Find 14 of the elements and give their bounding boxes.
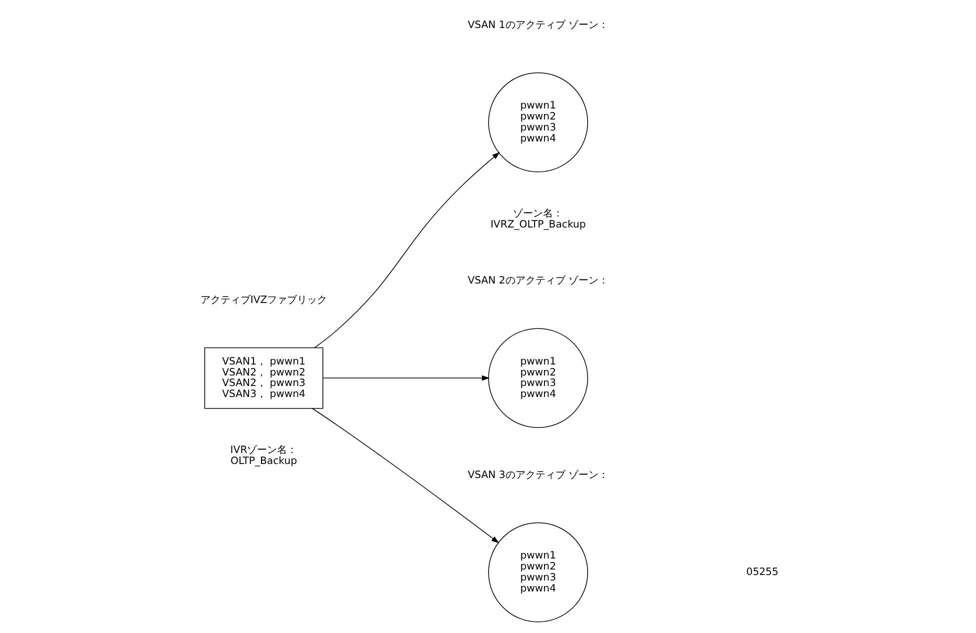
- node-circle: pwwn1 pwwn2 pwwn3 pwwn4: [488, 72, 588, 172]
- arrow: [314, 152, 500, 348]
- arrow: [322, 375, 490, 381]
- label: 05255: [746, 566, 778, 578]
- node-box: VSAN1， pwwn1 VSAN2， pwwn2 VSAN2， pwwn3 VSAN3， pwwn4: [204, 347, 324, 409]
- node-label: IVRゾーン名： OLTP_Backup: [230, 444, 298, 467]
- node-label: アクティブIVZファブリック: [200, 294, 328, 306]
- node-label: VSAN 1のアクティブ ゾーン：: [468, 20, 609, 31]
- node-circle: pwwn1 pwwn2 pwwn3 pwwn4: [488, 328, 588, 428]
- node-label: ゾーン名： IVRZ_OLTP_Backup: [490, 208, 586, 231]
- node-label: VSAN 2のアクティブ ゾーン：: [468, 276, 609, 287]
- arrow: [312, 408, 500, 544]
- node-label: VSAN 3のアクティブ ゾーン：: [468, 470, 609, 481]
- node-circle: pwwn1 pwwn2 pwwn3 pwwn4: [488, 522, 588, 622]
